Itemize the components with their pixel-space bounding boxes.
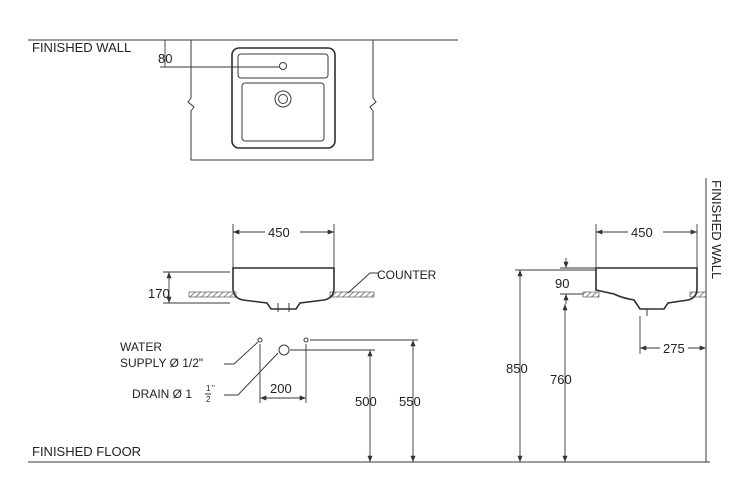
counter-right-front <box>329 291 375 298</box>
counter-left-side <box>582 291 600 298</box>
bowl-top <box>241 82 325 142</box>
water-supply-label-1: WATER <box>120 340 162 354</box>
finished-floor-label: FINISHED FLOOR <box>32 444 141 459</box>
drain-inner-top <box>278 94 288 104</box>
dim-170: 170 <box>148 286 170 301</box>
basin-outline-front <box>232 267 335 310</box>
front-view: 450 170 COUNTER WATER SUPPLY Ø 1/2" DRAI… <box>120 224 437 462</box>
water-supply-label-2: SUPPLY Ø 1/2" <box>120 356 203 370</box>
dim-275: 275 <box>663 341 685 356</box>
side-view: FINISHED WALL 450 90 850 760 275 <box>506 178 724 462</box>
counter-right-side <box>689 291 707 298</box>
tap-deck <box>237 53 329 79</box>
drain-frac-num: 1 <box>206 384 211 393</box>
counter-label: COUNTER <box>377 268 437 282</box>
counter-left-front <box>188 291 237 298</box>
dim-450-front: 450 <box>268 225 290 240</box>
supply-point-right <box>303 337 309 343</box>
finished-wall-label-top: FINISHED WALL <box>32 40 131 55</box>
basin-outline-top <box>231 47 336 149</box>
tap-hole <box>279 62 287 70</box>
counter-outline-top <box>187 40 377 161</box>
dim-850: 850 <box>506 361 528 376</box>
floor: FINISHED FLOOR <box>28 444 710 463</box>
basin-outline-side <box>595 267 698 310</box>
drain-frac-den: 2 <box>206 395 211 404</box>
dim-80: 80 <box>158 51 172 66</box>
dim-450-side: 450 <box>631 225 653 240</box>
top-view: FINISHED WALL 80 <box>28 39 458 161</box>
dim-550: 550 <box>399 394 421 409</box>
supply-point-left <box>257 337 263 343</box>
finished-wall-label-side: FINISHED WALL <box>709 180 724 279</box>
drain-inch-mark: " <box>212 384 215 393</box>
dim-760: 760 <box>550 372 572 387</box>
dim-90: 90 <box>555 276 569 291</box>
drain-point <box>278 344 290 356</box>
dim-500: 500 <box>355 394 377 409</box>
dim-200: 200 <box>270 381 292 396</box>
drain-outer-top <box>274 90 292 108</box>
drain-label: DRAIN Ø 1 <box>132 387 192 401</box>
